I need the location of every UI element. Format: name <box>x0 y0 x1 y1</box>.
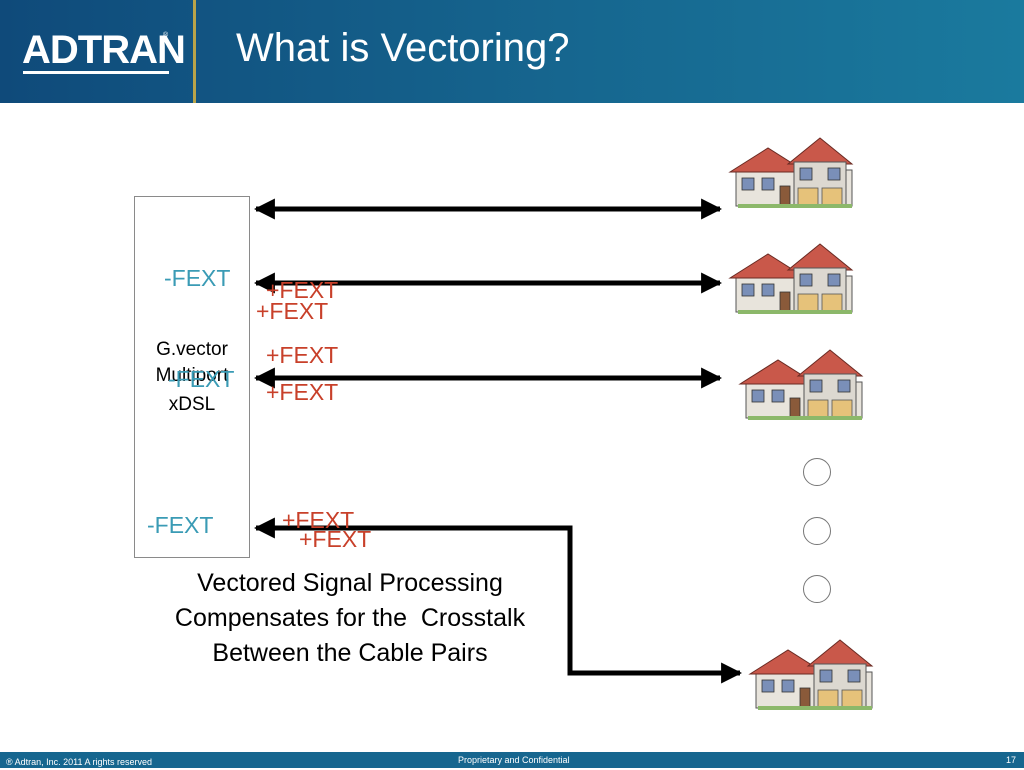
ellipsis-dot <box>803 575 831 603</box>
slide-title: What is Vectoring? <box>236 26 570 70</box>
slide-header: ADTRAN ® What is Vectoring? <box>0 0 1024 103</box>
box-label-line1: G.vector <box>156 339 228 360</box>
logo-underline <box>23 71 169 74</box>
fext-plus-label: +FEXT <box>266 379 339 405</box>
logo-registered-mark: ® <box>163 32 169 39</box>
house-icon <box>748 639 874 710</box>
page-number: 17 <box>1005 755 1016 765</box>
footer-copyright: ® Adtran, Inc. 2011 A rights reserved <box>6 757 153 767</box>
header-divider <box>193 0 196 103</box>
caption-line: Vectored Signal Processing <box>197 569 503 597</box>
footer-confidential: Proprietary and Confidential <box>458 755 570 765</box>
box-label-line2: Multiport <box>155 365 229 386</box>
caption-line: Between the Cable Pairs <box>212 639 488 667</box>
ellipsis-dot <box>803 458 831 486</box>
slide-footer: ® Adtran, Inc. 2011 A rights reserved Pr… <box>0 752 1024 768</box>
fext-minus-label: -FEXT <box>168 366 235 392</box>
fext-plus-label: +FEXT <box>282 507 355 533</box>
fext-plus-label: +FEXT <box>266 342 339 368</box>
house-icon <box>738 349 864 420</box>
house-icon <box>728 137 854 208</box>
logo-text: ADTRAN <box>22 28 186 72</box>
line-arrow-4 <box>253 517 743 684</box>
caption-line: Compensates for the Crosstalk <box>174 604 526 632</box>
slide-caption: Vectored Signal Processing Compensates f… <box>130 566 570 671</box>
fext-plus-label: +FEXT <box>256 298 329 324</box>
ellipsis-dot <box>803 517 831 545</box>
gvector-box <box>134 196 250 558</box>
fext-minus-label: -FEXT <box>164 265 231 291</box>
house-icon <box>728 243 854 314</box>
fext-minus-label: -FEXT <box>147 512 214 538</box>
adtran-logo: ADTRAN ® <box>0 0 194 103</box>
box-label-line3: xDSL <box>168 394 216 415</box>
fext-plus-label: +FEXT <box>266 277 339 303</box>
fext-plus-label: +FEXT <box>299 526 372 552</box>
